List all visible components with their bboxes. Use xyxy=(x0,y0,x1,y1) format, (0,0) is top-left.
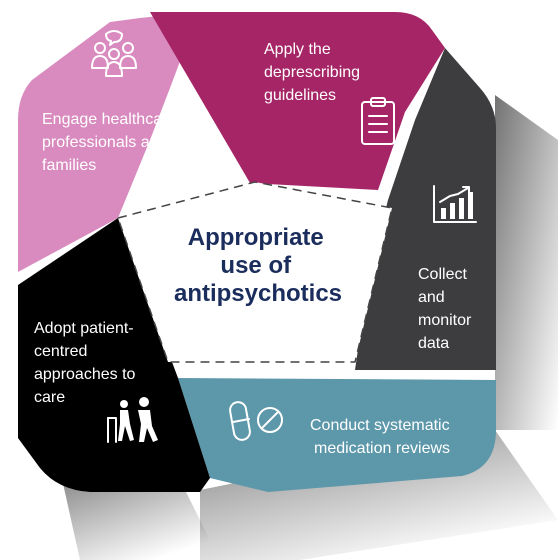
segment-apply xyxy=(150,12,445,190)
collect-line-1: Collect xyxy=(418,266,467,283)
segment-adopt xyxy=(18,218,210,492)
apply-line-2: deprescribing xyxy=(264,64,360,81)
engage-label: Engage healthcare professionals and fami… xyxy=(42,111,181,174)
engage-line-3: families xyxy=(42,157,96,174)
engage-line-2: professionals and xyxy=(42,134,167,151)
apply-line-1: Apply the xyxy=(264,41,331,58)
engage-line-1: Engage healthcare xyxy=(42,111,176,128)
collect-line-3: monitor xyxy=(418,312,472,329)
center-dashed-outline xyxy=(117,181,393,363)
walking-assist-icon xyxy=(107,397,158,443)
adopt-label: Adopt patient- centred approaches to car… xyxy=(34,320,140,406)
shadow-right xyxy=(495,95,558,430)
apply-line-3: guidelines xyxy=(264,87,336,104)
conduct-line-1: Conduct systematic xyxy=(310,417,450,434)
segment-collect xyxy=(355,48,496,370)
adopt-line-4: care xyxy=(34,389,65,406)
center-line-3: antipsychotics xyxy=(174,280,342,307)
collect-line-2: and xyxy=(418,289,445,306)
adopt-line-2: centred xyxy=(34,343,87,360)
clipboard-icon xyxy=(361,97,395,145)
center-title: Appropriate use of antipsychotics xyxy=(174,224,342,307)
apply-label: Apply the deprescribing guidelines xyxy=(264,41,365,104)
collect-label: Collect and monitor data xyxy=(418,266,476,352)
segment-engage xyxy=(18,12,195,272)
adopt-line-3: approaches to xyxy=(34,366,136,383)
segment-conduct xyxy=(178,378,496,492)
center-line-2: use of xyxy=(220,252,292,279)
conduct-label: Conduct systematic medication reviews xyxy=(310,417,454,457)
people-group-icon xyxy=(91,30,137,77)
conduct-line-2: medication reviews xyxy=(314,440,450,457)
adopt-line-1: Adopt patient- xyxy=(34,320,134,337)
center-line-1: Appropriate xyxy=(188,224,324,251)
shadow-bottom-left xyxy=(60,470,220,560)
collect-line-4: data xyxy=(418,335,449,352)
bar-chart-icon xyxy=(433,185,477,223)
pills-icon xyxy=(229,401,283,441)
